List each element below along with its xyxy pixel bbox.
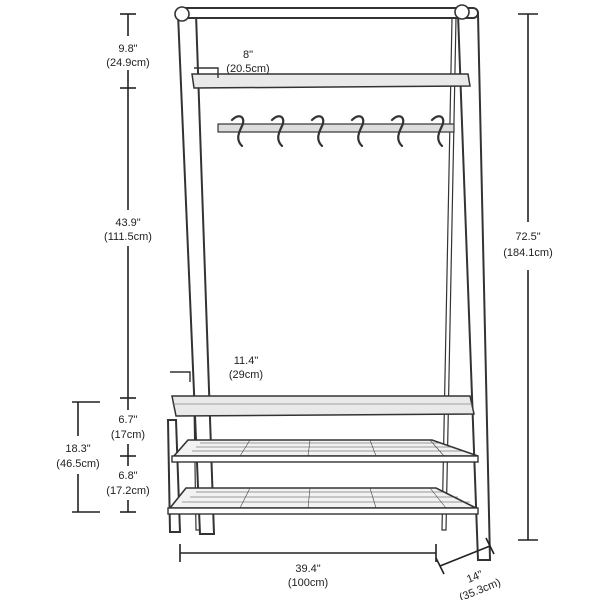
- bench-gap-cm: (17cm): [111, 429, 145, 441]
- width-cm: (100cm): [288, 577, 328, 589]
- total-height-cm: (184.1cm): [503, 247, 553, 259]
- bench-gap-inches: 6.7": [118, 414, 137, 426]
- bench-depth-inches: 11.4": [234, 355, 259, 367]
- top-rail-cap-left: [174, 6, 190, 22]
- depth-inches: 14": [465, 569, 485, 586]
- left-rear-leg: [166, 419, 182, 533]
- hook-section-inches: 43.9": [115, 217, 140, 229]
- bottom-shelf-top: [168, 487, 477, 509]
- bottom-shoe-shelf: [167, 487, 479, 515]
- depth-tick-right: [485, 537, 495, 555]
- hook-3: [310, 115, 325, 148]
- hook-6: [430, 115, 445, 148]
- middle-shelf-mesh: [192, 439, 464, 457]
- bench-seat: [171, 395, 475, 417]
- lower-height-cm: (46.5cm): [56, 458, 99, 470]
- middle-shoe-shelf: [171, 439, 479, 463]
- width-inches: 39.4": [295, 563, 320, 575]
- bottom-gap-cm: (17.2cm): [106, 485, 149, 497]
- depth-tick-left: [435, 557, 445, 575]
- top-shelf-bracket: [194, 67, 219, 78]
- bench-depth-cm: (29cm): [229, 369, 263, 381]
- top-gap-cm: (24.9cm): [106, 57, 149, 69]
- hook-bar: [217, 123, 455, 133]
- total-height-inches: 72.5": [515, 231, 540, 243]
- top-gap-inches: 9.8": [118, 43, 137, 55]
- dimension-lines: [72, 13, 538, 575]
- right-front-leg: [456, 13, 492, 561]
- bottom-shelf-front-bar: [167, 507, 479, 515]
- hook-section-cm: (111.5cm): [104, 231, 152, 243]
- hook-2: [270, 115, 285, 148]
- depth-dim-line: [439, 545, 491, 567]
- lower-height-inches: 18.3": [65, 443, 90, 455]
- hook-1: [230, 115, 245, 148]
- depth-label-group: 14" (35.3cm): [458, 569, 503, 604]
- middle-shelf-front-bar: [171, 455, 479, 463]
- hook-4: [350, 115, 365, 148]
- coat-hooks: [230, 115, 445, 148]
- top-rail: [175, 7, 479, 19]
- top-shelf-depth-inches: 8": [243, 49, 253, 61]
- hook-5: [390, 115, 405, 148]
- top-shelf: [191, 73, 471, 89]
- bench-bracket: [170, 371, 191, 382]
- hall-tree-illustration: [166, 4, 492, 561]
- top-rail-cap-right: [454, 4, 470, 20]
- bottom-gap-inches: 6.8": [118, 470, 137, 482]
- bottom-shelf-mesh: [182, 487, 470, 509]
- top-shelf-depth-cm: (20.5cm): [226, 63, 269, 75]
